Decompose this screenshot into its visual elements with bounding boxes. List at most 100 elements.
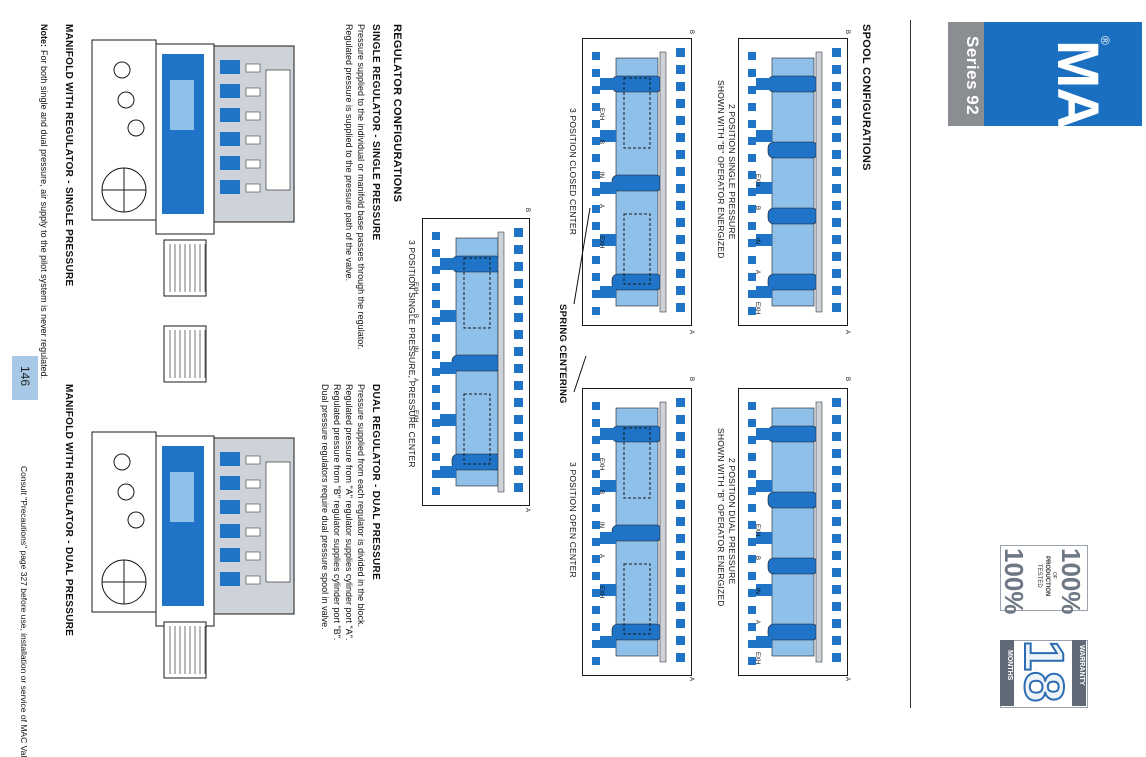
body-port-cell xyxy=(592,538,600,546)
port-passage xyxy=(440,466,456,478)
body-port-cell xyxy=(832,303,841,312)
valve-port xyxy=(245,159,261,169)
pilot-rail xyxy=(659,401,667,663)
body-port-cell xyxy=(676,48,685,57)
body-port-cell xyxy=(592,273,600,281)
body-port-cell xyxy=(592,657,600,665)
body-port-cell xyxy=(748,555,756,563)
warranty-top-bar xyxy=(1072,640,1086,706)
bolt-hole xyxy=(127,119,145,137)
body-port-cell xyxy=(832,99,841,108)
body-port-cell xyxy=(748,589,756,597)
body-port-cell xyxy=(592,137,600,145)
spool-land xyxy=(611,524,663,542)
port-passage xyxy=(756,636,772,648)
spring-centering-arrows xyxy=(573,207,591,393)
body-port-cell xyxy=(748,103,756,111)
body-port-cell xyxy=(676,286,685,295)
body-port-cell xyxy=(748,453,756,461)
body-port-cell xyxy=(748,188,756,196)
body-port-cell xyxy=(832,398,841,407)
warranty-bottom: MONTHS xyxy=(1006,650,1013,681)
caption-3pos-open: 3 POSITION OPEN CENTER xyxy=(568,462,578,578)
body-port-cell xyxy=(748,640,756,648)
port-label: EXH xyxy=(598,586,604,599)
body-port-cell xyxy=(676,167,685,176)
regulator-passage xyxy=(162,54,204,214)
body-port-cell xyxy=(432,283,440,291)
body-port-cell xyxy=(748,572,756,580)
body-port-cell xyxy=(832,252,841,261)
body-port-cell xyxy=(592,290,600,298)
spool-diagram-3pos-closed xyxy=(582,38,692,326)
spool-diagram-2pos-dual xyxy=(738,388,848,676)
spring-chamber xyxy=(623,213,651,285)
body-port-cell xyxy=(676,534,685,543)
valve-port xyxy=(245,455,261,465)
production-line1: OF xyxy=(1051,572,1057,579)
body-port-cell xyxy=(676,415,685,424)
body-port-cell xyxy=(514,313,523,322)
body-port-cell xyxy=(832,415,841,424)
single-text-2: Regulated pressure is supplied to the pr… xyxy=(344,24,354,282)
port-passage xyxy=(600,584,616,596)
caption-3pos-pressure-center: 3 POSITION SINGLE PRESSURE, PRESSURE CEN… xyxy=(407,240,417,468)
spring-chamber xyxy=(623,77,651,149)
spring-chamber xyxy=(463,393,491,465)
body-port-cell xyxy=(432,470,440,478)
regulator-heading: REGULATOR CONFIGURATIONS xyxy=(391,24,403,203)
page-number-tab xyxy=(12,356,38,400)
body-port-cell xyxy=(592,205,600,213)
body-port-cell xyxy=(592,436,600,444)
bolt-hole xyxy=(117,483,135,501)
body-port-cell xyxy=(432,368,440,376)
port-passage xyxy=(756,234,772,246)
valve-port xyxy=(220,132,240,146)
port-passage xyxy=(756,286,772,298)
port-label: EXH xyxy=(598,458,604,471)
body-port-cell xyxy=(514,449,523,458)
body-port-cell xyxy=(432,402,440,410)
body-port-cell xyxy=(748,538,756,546)
body-port-cell xyxy=(832,551,841,560)
port-label: B xyxy=(754,556,760,561)
body-port-cell xyxy=(676,116,685,125)
caption-2pos-dual-2: SHOWN WITH "B" OPERATOR ENERGIZED xyxy=(716,428,726,607)
spool-land xyxy=(767,75,819,93)
end-a-label: A xyxy=(524,508,530,513)
note-text: For both single and dual pressure, air s… xyxy=(39,50,49,380)
port-passage xyxy=(756,130,772,142)
spool-heading: SPOOL CONFIGURATIONS xyxy=(860,24,872,171)
spool-land xyxy=(767,623,819,641)
manifold-single-caption: MANIFOLD WITH REGULATOR - SINGLE PRESSUR… xyxy=(63,24,74,287)
spool-land xyxy=(611,623,663,641)
body-port-cell xyxy=(832,500,841,509)
production-line3: TESTED xyxy=(1036,564,1042,588)
valve-port xyxy=(220,572,240,586)
end-b-label: B xyxy=(688,30,694,35)
port-passage xyxy=(756,428,772,440)
spool-bore xyxy=(771,407,815,657)
port-passage xyxy=(600,78,616,90)
valve-port xyxy=(220,108,240,122)
regulator-passage xyxy=(170,472,194,522)
body-port-cell xyxy=(748,273,756,281)
body-port-cell xyxy=(832,568,841,577)
port-label: IN xyxy=(754,238,760,244)
dual-text-3: Regulated pressure from "B" regulator su… xyxy=(332,384,342,641)
production-tested-badge xyxy=(1000,545,1088,611)
spring-chamber xyxy=(623,563,651,635)
body-port-cell xyxy=(592,623,600,631)
spool-land xyxy=(767,141,819,159)
body-port-cell xyxy=(832,184,841,193)
body-port-cell xyxy=(676,517,685,526)
body-port-cell xyxy=(592,572,600,580)
warranty-top: WARRANTY xyxy=(1078,645,1085,686)
body-port-cell xyxy=(748,657,756,665)
port-label: EXH xyxy=(412,410,418,423)
body-port-cell xyxy=(592,120,600,128)
body-port-cell xyxy=(432,436,440,444)
spool-land xyxy=(767,207,819,225)
body-port-cell xyxy=(514,347,523,356)
